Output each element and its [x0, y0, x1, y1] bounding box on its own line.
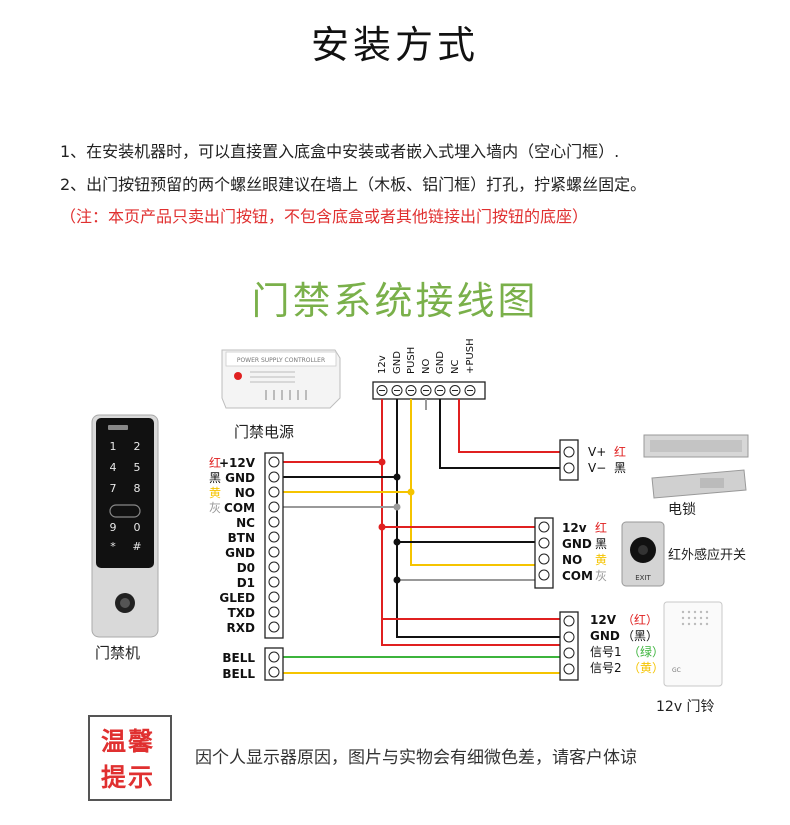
doorbell-terminals-1-text: GND — [590, 629, 620, 643]
controller-label: 门禁机 — [95, 644, 140, 662]
ctrl-term-rxd: RXD — [227, 621, 255, 635]
controller-color-marks-1-text: 黑 — [209, 471, 221, 485]
sensor-terminals-0-text: 12v — [562, 521, 587, 535]
instruction-1: 1、在安装机器时，可以直接置入底盒中安装或者嵌入式埋入墙内（空心门框）. — [60, 142, 620, 161]
doorbell-terminals-0-text: 12V — [590, 613, 617, 627]
ctrl-term-d0: D0 — [237, 561, 255, 575]
product-note: （注：本页产品只卖出门按钮，不包含底盒或者其他链接出门按钮的底座） — [60, 207, 589, 226]
controller-terminal-labels: +12V GND NO COM NC BTN GND D0 D1 GLED TX… — [219, 456, 256, 681]
diagram-title: 门禁系统接线图 — [251, 279, 539, 323]
ctrl-term-txd: TXD — [228, 606, 255, 620]
controller-keys-4-text: 5 — [134, 461, 141, 474]
ctrl-term-com: COM — [224, 501, 255, 515]
controller-keys-8-text: 9 — [110, 521, 117, 534]
ps-terminal-plus-push: +PUSH — [465, 338, 476, 374]
ctrl-term-no: NO — [235, 486, 255, 500]
controller-keys-7-text: 8 — [134, 482, 141, 495]
ctrl-term-d1: D1 — [237, 576, 255, 590]
doorbell-colors-1-text: （黑） — [622, 629, 658, 643]
sensor-colors-2-text: 黄 — [595, 553, 607, 567]
sensor-exit-text: EXIT — [635, 574, 651, 582]
doorbell-label: 12v 门铃 — [656, 699, 715, 715]
ctrl-term-bell-2: BELL — [222, 667, 255, 681]
ctrl-term-gled: GLED — [219, 591, 255, 605]
ctrl-term-gnd-2: GND — [225, 546, 255, 560]
tip-box — [88, 715, 172, 801]
tip-line-2: 提示 — [100, 763, 155, 792]
sensor-color-marks: 红 黑 黄 灰 — [595, 520, 607, 583]
ps-terminal-push: PUSH — [406, 347, 417, 374]
controller-color-marks-2-text: 黄 — [209, 486, 221, 500]
doorbell-terminals-2-text: 信号1 — [590, 645, 622, 659]
wire-junctions — [378, 458, 415, 584]
sensor-colors-1-text: 黑 — [595, 537, 607, 551]
ctrl-term-plus12v: +12V — [219, 456, 256, 470]
controller-keys-1-text: 2 — [134, 440, 141, 453]
ctrl-term-nc: NC — [236, 516, 255, 530]
power-supply-icon: POWER SUPPLY CONTROLLER — [221, 349, 341, 409]
ctrl-term-gnd: GND — [225, 471, 255, 485]
lock-terminal-block — [559, 439, 579, 481]
power-supply-case-text: POWER SUPPLY CONTROLLER — [237, 357, 325, 364]
wires — [282, 399, 560, 674]
doorbell-brand: GC — [672, 667, 681, 674]
access-controller-icon: 1 2 4 5 7 8 9 0 * # — [91, 414, 159, 638]
controller-keys-9-text: 0 — [134, 521, 141, 534]
sensor-terminals-2-text: NO — [562, 553, 582, 567]
doorbell-colors-2-text: （绿） — [628, 644, 664, 659]
ctrl-term-bell-1: BELL — [222, 651, 255, 665]
doorbell-terminals-3-text: 信号2 — [590, 661, 622, 675]
ctrl-term-btn: BTN — [228, 531, 255, 545]
doorbell-colors-0-text: （红） — [622, 612, 658, 627]
sensor-terminals-1-text: GND — [562, 537, 592, 551]
electric-lock-icon — [643, 434, 749, 499]
controller-keys-3-text: 4 — [110, 461, 117, 474]
power-supply-label: 门禁电源 — [234, 423, 294, 441]
power-supply-terminal-labels: 12v GND PUSH NO GND NC +PUSH — [377, 338, 476, 374]
sensor-terminal-labels: 12v GND NO COM — [562, 521, 593, 583]
page-title: 安装方式 — [310, 23, 479, 67]
lock-colors-1-text: 黑 — [614, 461, 626, 475]
doorbell-terminal-labels: 12V GND 信号1 信号2 （红） （黑） （绿） （黄） — [590, 612, 664, 675]
ps-terminal-12v: 12v — [377, 355, 388, 374]
sensor-colors-0-text: 红 — [595, 520, 607, 535]
ps-terminal-gnd: GND — [392, 351, 403, 374]
sensor-label: 红外感应开关 — [668, 547, 746, 563]
instruction-2: 2、出门按钮预留的两个螺丝眼建议在墙上（木板、铝门框）打孔，拧紧螺丝固定。 — [60, 175, 647, 194]
doorbell-colors-3-text: （黄） — [628, 661, 664, 675]
ir-sensor-icon: EXIT — [621, 521, 665, 587]
ps-terminal-nc: NC — [450, 360, 461, 374]
controller-terminal-block — [264, 452, 284, 681]
sensor-terminal-block — [534, 517, 554, 589]
lock-colors-0-text: 红 — [614, 444, 626, 459]
sensor-colors-3-text: 灰 — [595, 569, 607, 583]
controller-keys-6-text: 7 — [110, 482, 117, 495]
controller-keys-11-text: # — [132, 540, 141, 553]
controller-keys-10-text: * — [110, 540, 116, 553]
keypad-keys: 1 2 4 5 7 8 9 0 * # — [110, 440, 142, 553]
wiring-diagram: POWER SUPPLY CONTROLLER 门禁电源 12v GND PUS… — [91, 338, 749, 715]
doorbell-terminal-block — [559, 611, 579, 681]
controller-color-marks-0-text: 红 — [209, 455, 221, 470]
ps-terminal-gnd-2: GND — [435, 351, 446, 374]
doorbell-icon: GC — [663, 601, 723, 687]
disclaimer-text: 因个人显示器原因，图片与实物会有细微色差，请客户体谅 — [195, 748, 637, 768]
lock-terminals-1-text: V− — [588, 461, 606, 475]
tip-line-1: 温馨 — [100, 727, 155, 756]
lock-terminal-labels: V+ V− 红 黑 — [588, 444, 626, 475]
ps-terminal-no: NO — [421, 359, 432, 374]
sensor-terminals-3-text: COM — [562, 569, 593, 583]
lock-terminals-0-text: V+ — [588, 445, 606, 459]
controller-color-marks-3-text: 灰 — [209, 501, 221, 515]
lock-label: 电锁 — [668, 502, 696, 518]
controller-color-marks: 红 黑 黄 灰 — [209, 455, 221, 515]
power-supply-terminal-block — [372, 381, 486, 400]
controller-keys-0-text: 1 — [110, 440, 117, 453]
